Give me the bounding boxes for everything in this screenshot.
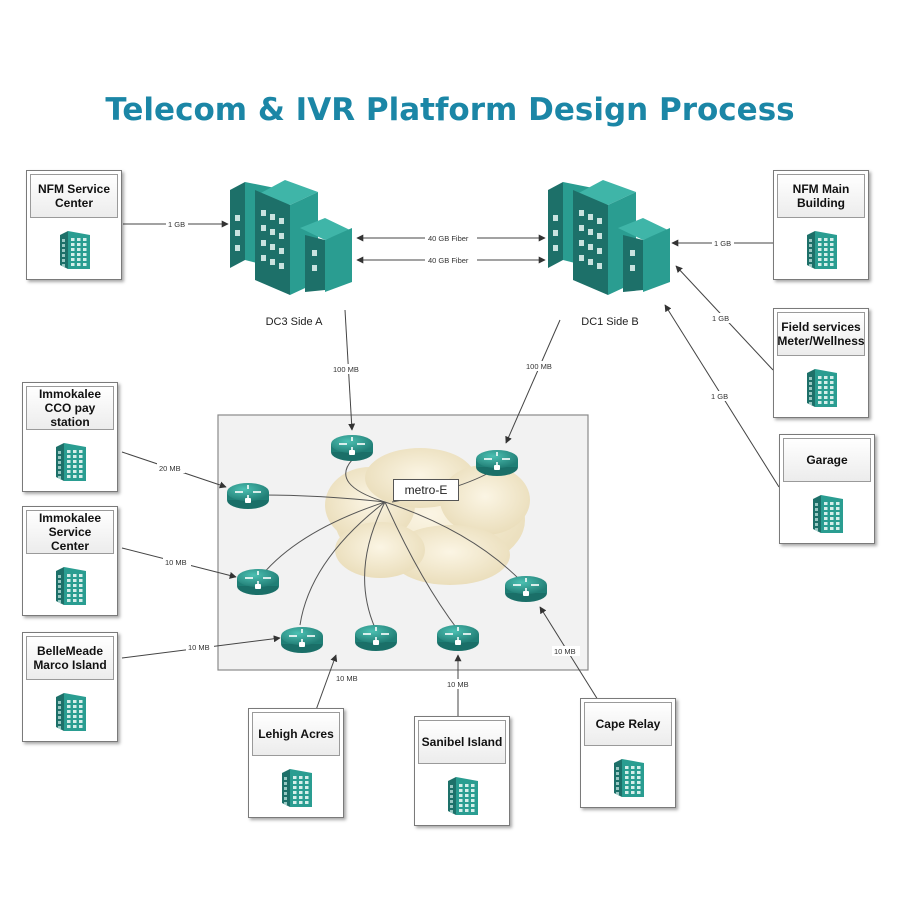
routers: [227, 435, 547, 653]
site-label: Lehigh Acres: [252, 712, 340, 756]
link-label-immokalee-service-center: 10 MB: [165, 558, 187, 567]
link-label-dc1-metro: 100 MB: [526, 362, 552, 371]
router-bellemeade-icon: [281, 627, 323, 653]
site-label: Garage: [783, 438, 871, 482]
metro-links: [261, 459, 521, 631]
link-label-dc-fiber-2: 40 GB Fiber: [428, 256, 469, 265]
router-dc3-icon: [331, 435, 373, 461]
site-label: Sanibel Island: [418, 720, 506, 764]
site-label: Cape Relay: [584, 702, 672, 746]
site-sanibel-island: Sanibel Island: [414, 716, 510, 826]
link-label-field-services: 1 GB: [712, 314, 729, 323]
link-label-garage: 1 GB: [711, 392, 728, 401]
link-label-nfm-main-building: 1 GB: [714, 239, 731, 248]
site-lehigh-acres: Lehigh Acres: [248, 708, 344, 818]
link-label-cape-relay: 10 MB: [554, 647, 576, 656]
site-label: Field services Meter/Wellness: [777, 312, 865, 356]
building-icon: [813, 495, 843, 533]
site-bellemeade: BelleMeade Marco Island: [22, 632, 118, 742]
metro-e-label: metro-E: [393, 479, 459, 501]
site-immokalee-cco: Immokalee CCO pay station: [22, 382, 118, 492]
link-label-dc3-metro: 100 MB: [333, 365, 359, 374]
site-nfm-service-center: NFM Service Center: [26, 170, 122, 280]
building-icon: [56, 693, 86, 731]
link-label-bellemeade: 10 MB: [188, 643, 210, 652]
link-label-dc-fiber-1: 40 GB Fiber: [428, 234, 469, 243]
router-cape-relay-icon: [505, 576, 547, 602]
dc3-building-icon: [230, 180, 352, 295]
site-immokalee-service-center: Immokalee Service Center: [22, 506, 118, 616]
building-icon: [56, 567, 86, 605]
router-dc1-icon: [476, 450, 518, 476]
router-immokalee-service-center-icon: [237, 569, 279, 595]
building-icon: [807, 231, 837, 269]
building-icon: [282, 769, 312, 807]
building-icon: [807, 369, 837, 407]
site-label: Immokalee Service Center: [26, 510, 114, 554]
dc1-building-icon: [548, 180, 670, 295]
site-label: BelleMeade Marco Island: [26, 636, 114, 680]
router-immokalee-cco-icon: [227, 483, 269, 509]
diagram-title: Telecom & IVR Platform Design Process: [105, 92, 795, 128]
router-lehigh-acres-icon: [355, 625, 397, 651]
cloud-icon: [325, 448, 530, 585]
building-icon: [614, 759, 644, 797]
building-icon: [448, 777, 478, 815]
site-field-services: Field services Meter/Wellness: [773, 308, 869, 418]
building-icon: [56, 443, 86, 481]
link-label-lehigh-acres: 10 MB: [336, 674, 358, 683]
site-nfm-main-building: NFM Main Building: [773, 170, 869, 280]
link-label-immokalee-cco: 20 MB: [159, 464, 181, 473]
site-label: NFM Main Building: [777, 174, 865, 218]
link-labels: 1 GB 40 GB Fiber 40 GB Fiber 1 GB 1 GB 1…: [157, 219, 734, 689]
link-label-nfm-service-center: 1 GB: [168, 220, 185, 229]
site-cape-relay: Cape Relay: [580, 698, 676, 808]
dc1-label: DC1 Side B: [581, 316, 639, 328]
site-label: Immokalee CCO pay station: [26, 386, 114, 430]
dc3-label: DC3 Side A: [265, 316, 323, 328]
site-garage: Garage: [779, 434, 875, 544]
building-icon: [60, 231, 90, 269]
link-label-sanibel-island: 10 MB: [447, 680, 469, 689]
site-label: NFM Service Center: [30, 174, 118, 218]
router-sanibel-island-icon: [437, 625, 479, 651]
